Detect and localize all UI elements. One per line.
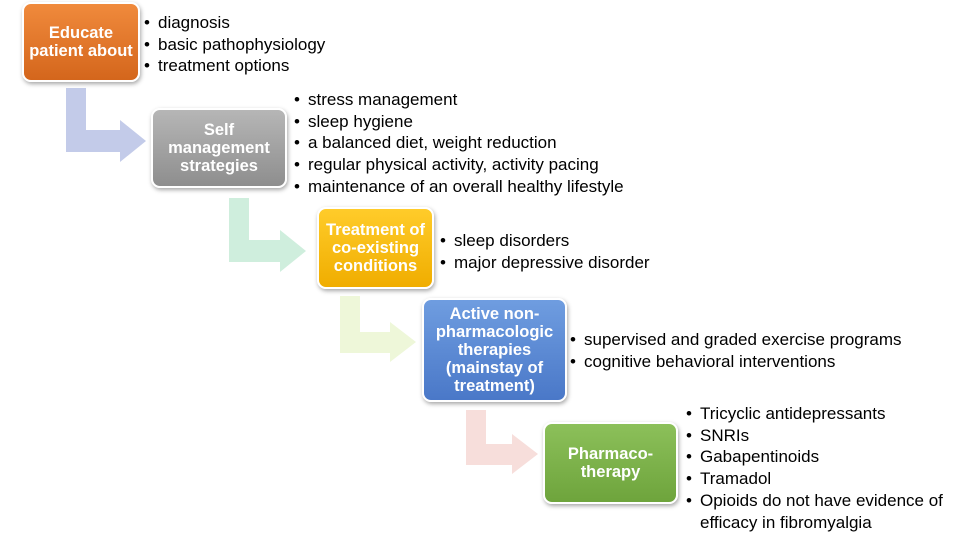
connector-arrow-1-to-2 bbox=[66, 88, 146, 162]
list-item: Tramadol bbox=[686, 468, 950, 490]
step-items-educate: diagnosis basic pathophysiology treatmen… bbox=[144, 12, 325, 77]
connector-arrow-3-to-4 bbox=[340, 296, 416, 362]
list-item: sleep disorders bbox=[440, 230, 650, 252]
step-label-educate: Educate patient about bbox=[29, 24, 133, 60]
step-label-pharmacotherapy: Pharmaco-therapy bbox=[567, 445, 654, 481]
step-box-coexisting: Treatment of co-existing conditions bbox=[317, 207, 434, 289]
connector-arrow-4-to-5 bbox=[466, 410, 538, 474]
step-label-coexisting: Treatment of co-existing conditions bbox=[325, 221, 426, 275]
list-item: regular physical activity, activity paci… bbox=[294, 154, 624, 176]
step-box-self-management: Self management strategies bbox=[151, 108, 287, 188]
step-label-active-therapies: Active non-pharmacologic therapies (main… bbox=[435, 305, 554, 395]
step-items-coexisting: sleep disorders major depressive disorde… bbox=[440, 230, 650, 273]
step-box-active-therapies: Active non-pharmacologic therapies (main… bbox=[422, 298, 567, 402]
list-item: Opioids do not have evidence of efficacy… bbox=[686, 490, 950, 533]
step-box-pharmacotherapy: Pharmaco-therapy bbox=[543, 422, 678, 504]
step-label-self-management: Self management strategies bbox=[168, 121, 270, 175]
step-box-educate: Educate patient about bbox=[22, 2, 140, 82]
list-item: sleep hygiene bbox=[294, 111, 624, 133]
list-item: Gabapentinoids bbox=[686, 446, 950, 468]
list-item: SNRIs bbox=[686, 425, 950, 447]
list-item: cognitive behavioral interventions bbox=[570, 351, 902, 373]
list-item: stress management bbox=[294, 89, 624, 111]
connector-arrow-2-to-3 bbox=[229, 198, 306, 272]
step-items-pharmacotherapy: Tricyclic antidepressants SNRIs Gabapent… bbox=[686, 403, 950, 533]
step-items-self-management: stress management sleep hygiene a balanc… bbox=[294, 89, 624, 198]
list-item: Tricyclic antidepressants bbox=[686, 403, 950, 425]
list-item: basic pathophysiology bbox=[144, 34, 325, 56]
list-item: diagnosis bbox=[144, 12, 325, 34]
list-item: treatment options bbox=[144, 55, 325, 77]
list-item: supervised and graded exercise programs bbox=[570, 329, 902, 351]
list-item: maintenance of an overall healthy lifest… bbox=[294, 176, 624, 198]
list-item: a balanced diet, weight reduction bbox=[294, 132, 624, 154]
list-item: major depressive disorder bbox=[440, 252, 650, 274]
step-items-active-therapies: supervised and graded exercise programs … bbox=[570, 329, 902, 372]
